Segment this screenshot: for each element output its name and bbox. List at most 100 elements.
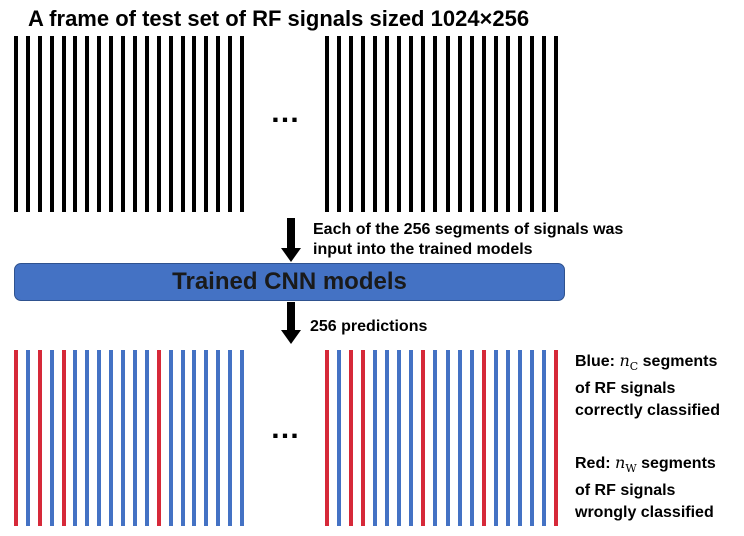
prediction-segment bbox=[85, 350, 90, 526]
input-signal-segment bbox=[14, 36, 18, 212]
input-signal-segment bbox=[240, 36, 244, 212]
step1-caption: Each of the 256 segments of signals was … bbox=[313, 220, 623, 260]
input-signal-segment bbox=[216, 36, 221, 212]
prediction-segment bbox=[385, 350, 390, 526]
prediction-segment bbox=[493, 350, 498, 526]
prediction-segment bbox=[144, 350, 149, 526]
input-signal-segment bbox=[156, 36, 161, 212]
legend-blue-line2: of RF signals bbox=[575, 380, 676, 398]
input-signal-segment bbox=[144, 36, 149, 212]
legend-blue-text: segments bbox=[642, 353, 718, 370]
input-signal-segment bbox=[204, 36, 209, 212]
legend-blue-line3: correctly classified bbox=[575, 402, 720, 420]
input-signal-segment bbox=[49, 36, 54, 212]
input-ellipsis: … bbox=[270, 96, 301, 129]
prediction-segment bbox=[97, 350, 102, 526]
prediction-segment bbox=[25, 350, 30, 526]
prediction-segment bbox=[397, 350, 402, 526]
model-box: Trained CNN models bbox=[14, 263, 565, 301]
input-signal-segment bbox=[361, 36, 366, 212]
input-signal-segment bbox=[554, 36, 558, 212]
input-signal-segment bbox=[505, 36, 510, 212]
input-signal-segment bbox=[168, 36, 173, 212]
step1-caption-line: input into the trained models bbox=[313, 241, 533, 258]
input-signal-segment bbox=[37, 36, 42, 212]
prediction-segment bbox=[529, 350, 534, 526]
prediction-segment bbox=[469, 350, 474, 526]
legend-blue-label: Blue: bbox=[575, 353, 615, 370]
input-signal-segment bbox=[433, 36, 438, 212]
prediction-segment bbox=[132, 350, 137, 526]
legend-red-line2: of RF signals bbox=[575, 482, 676, 500]
prediction-segment bbox=[216, 350, 221, 526]
prediction-segment bbox=[505, 350, 510, 526]
prediction-segment bbox=[61, 350, 66, 526]
prediction-segment bbox=[541, 350, 546, 526]
input-signal-segment bbox=[349, 36, 354, 212]
prediction-signals-right bbox=[325, 350, 558, 526]
input-signal-segment bbox=[421, 36, 426, 212]
input-signal-segment bbox=[180, 36, 185, 212]
legend-blue-symbol: nC bbox=[619, 351, 639, 374]
input-signal-segment bbox=[529, 36, 534, 212]
input-signal-segment bbox=[385, 36, 390, 212]
model-box-label: Trained CNN models bbox=[172, 268, 407, 295]
prediction-segment bbox=[121, 350, 126, 526]
prediction-segment bbox=[168, 350, 173, 526]
prediction-segment bbox=[445, 350, 450, 526]
input-signal-segment bbox=[457, 36, 462, 212]
prediction-segment bbox=[517, 350, 522, 526]
prediction-segment bbox=[433, 350, 438, 526]
prediction-segment bbox=[361, 350, 366, 526]
input-signal-segment bbox=[73, 36, 78, 212]
input-signal-segment bbox=[25, 36, 30, 212]
input-signal-segment bbox=[325, 36, 329, 212]
prediction-segment bbox=[373, 350, 378, 526]
prediction-segment bbox=[73, 350, 78, 526]
input-signals-left bbox=[14, 36, 244, 212]
legend-red-line3: wrongly classified bbox=[575, 504, 714, 522]
prediction-segment bbox=[37, 350, 42, 526]
input-signal-segment bbox=[132, 36, 137, 212]
legend-red: Red: nW segments of RF signals wrongly c… bbox=[575, 452, 716, 524]
legend-red-label: Red: bbox=[575, 455, 611, 472]
input-signal-segment bbox=[493, 36, 498, 212]
prediction-segment bbox=[156, 350, 161, 526]
prediction-ellipsis: … bbox=[270, 412, 301, 445]
legend-red-text: segments bbox=[641, 455, 716, 472]
input-signals-right bbox=[325, 36, 558, 212]
input-signal-segment bbox=[517, 36, 522, 212]
prediction-segment bbox=[240, 350, 244, 526]
prediction-segment bbox=[409, 350, 414, 526]
legend-red-line1: Red: nW segments bbox=[575, 452, 716, 480]
prediction-segment bbox=[228, 350, 233, 526]
legend-blue: Blue: nC segments of RF signals correctl… bbox=[575, 350, 720, 422]
prediction-segment bbox=[457, 350, 462, 526]
input-signal-segment bbox=[192, 36, 197, 212]
prediction-segment bbox=[481, 350, 486, 526]
prediction-segment bbox=[337, 350, 342, 526]
prediction-segment bbox=[109, 350, 114, 526]
prediction-segment bbox=[554, 350, 558, 526]
input-signal-segment bbox=[109, 36, 114, 212]
input-signal-segment bbox=[469, 36, 474, 212]
input-signal-segment bbox=[373, 36, 378, 212]
input-signal-segment bbox=[409, 36, 414, 212]
input-signal-segment bbox=[97, 36, 102, 212]
prediction-signals-left bbox=[14, 350, 244, 526]
input-signal-segment bbox=[121, 36, 126, 212]
input-signal-segment bbox=[228, 36, 233, 212]
input-signal-segment bbox=[481, 36, 486, 212]
prediction-segment bbox=[192, 350, 197, 526]
input-signal-segment bbox=[397, 36, 402, 212]
input-signal-segment bbox=[61, 36, 66, 212]
input-signal-segment bbox=[541, 36, 546, 212]
legend-blue-line1: Blue: nC segments bbox=[575, 350, 720, 378]
step1-caption-line: Each of the 256 segments of signals was bbox=[313, 221, 624, 238]
prediction-segment bbox=[349, 350, 354, 526]
input-signal-segment bbox=[445, 36, 450, 212]
prediction-segment bbox=[325, 350, 329, 526]
legend-red-symbol: nW bbox=[615, 453, 637, 476]
input-signal-segment bbox=[337, 36, 342, 212]
prediction-segment bbox=[180, 350, 185, 526]
